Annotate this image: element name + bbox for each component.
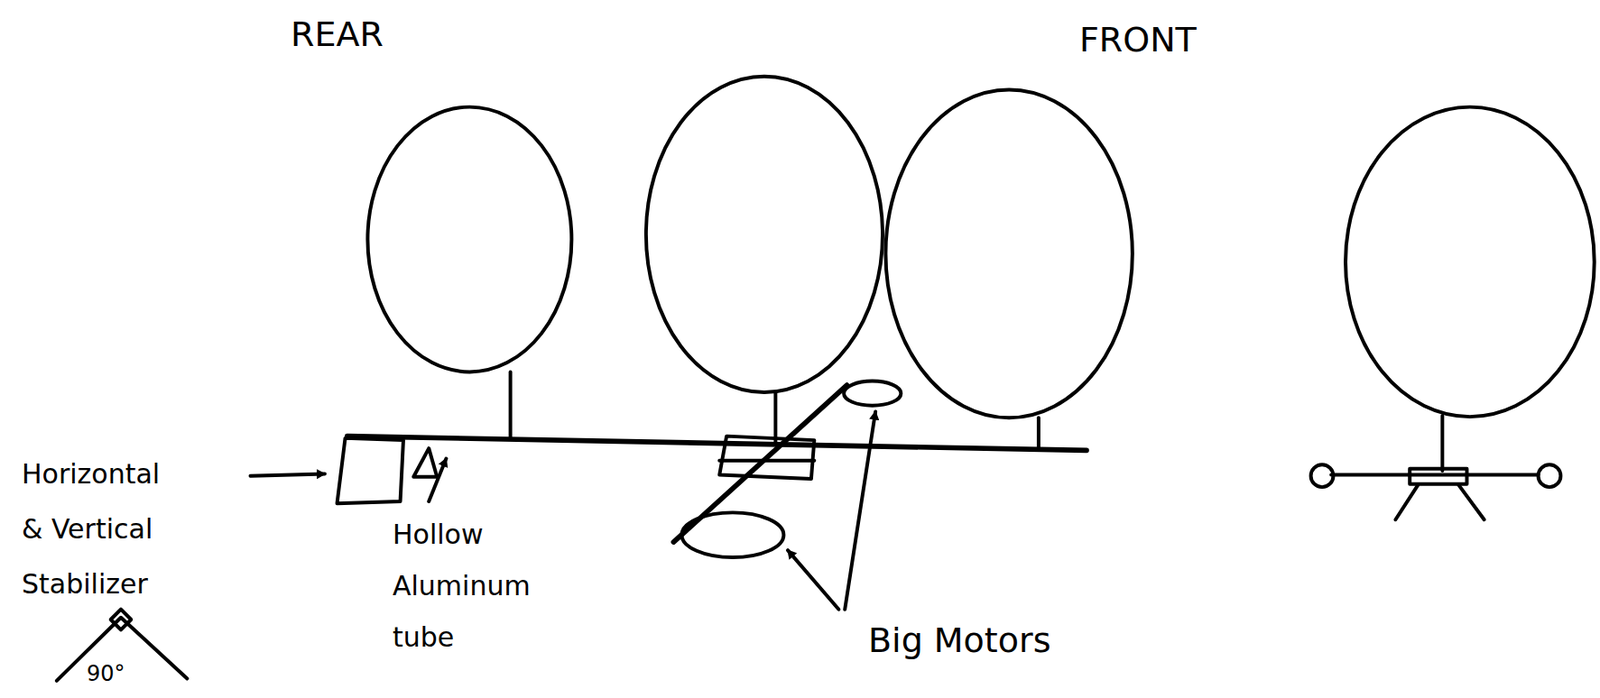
stabilizer-square	[337, 438, 404, 504]
balloon	[885, 89, 1132, 418]
view-label: REAR	[290, 14, 384, 56]
part-label: Big Motors	[868, 620, 1051, 663]
stabilizer-fin	[413, 448, 437, 478]
angle-label: 90°	[86, 661, 126, 688]
leader-arrow	[249, 473, 324, 476]
balloon-stem	[508, 371, 513, 438]
balloon-stem	[773, 392, 777, 443]
part-label: Hollow Aluminum tube	[392, 508, 542, 664]
leg	[1395, 485, 1418, 520]
motor-front	[1311, 464, 1334, 488]
view-label: FRONT	[1079, 19, 1197, 62]
gondola	[1409, 469, 1467, 485]
leader-arrow	[428, 458, 446, 501]
leader-arrow	[844, 411, 876, 610]
balloon-stem	[1036, 417, 1041, 450]
motor	[843, 381, 901, 407]
stabilizer-section	[110, 610, 132, 631]
aluminum-tube	[347, 436, 1087, 452]
motor-front	[1538, 464, 1562, 488]
leg	[1458, 485, 1484, 520]
part-label: Horizontal & Vertical Stabilizer	[21, 447, 185, 613]
cross-bar	[1331, 473, 1538, 478]
balloon-stem	[1440, 416, 1444, 472]
balloon	[367, 107, 572, 373]
leader-arrow	[787, 550, 839, 611]
balloon-front-view	[1345, 107, 1595, 417]
motor	[681, 512, 784, 558]
balloon	[646, 76, 883, 393]
